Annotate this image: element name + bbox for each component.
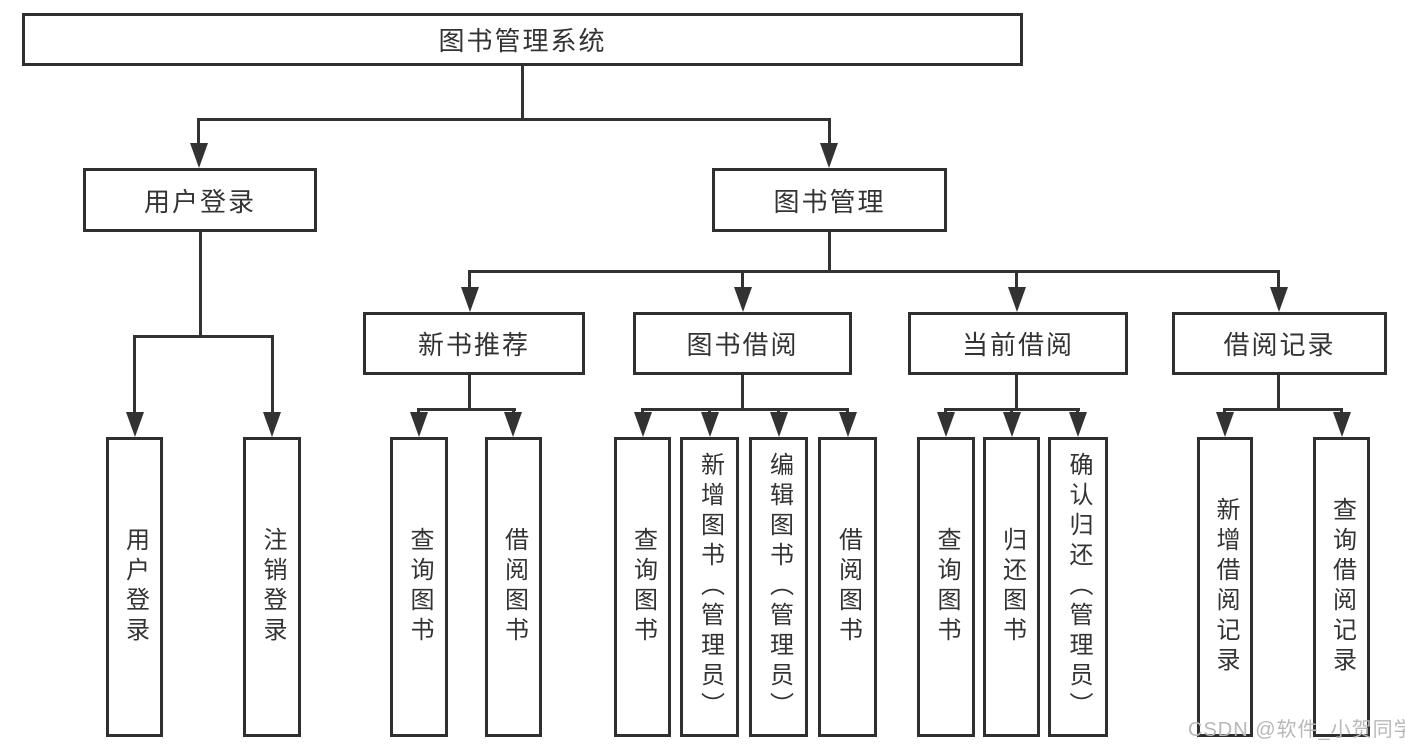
- connector-records-branch: [1223, 408, 1343, 411]
- arrow-down-recommend-query: [410, 412, 428, 437]
- connector-user-login-branch: [133, 335, 274, 338]
- connector-borrow-trunk: [741, 375, 744, 408]
- connector-drop-recommend-query: [417, 408, 420, 414]
- arrow-down-current-confirm: [1069, 412, 1087, 437]
- connector-drop-current-borrow: [1015, 270, 1018, 289]
- connector-drop-records-add: [1223, 408, 1226, 414]
- leaf-logout: 注销登录: [243, 437, 301, 737]
- connector-root-trunk: [521, 66, 524, 118]
- arrow-down-recommend-borrow: [504, 412, 522, 437]
- node-new-book-recommend: 新书推荐: [363, 312, 585, 375]
- arrow-down-borrow-borrow: [839, 412, 857, 437]
- arrow-down-current-return: [1003, 412, 1021, 437]
- connector-book-management-trunk: [828, 232, 831, 270]
- connector-drop-borrow-edit: [777, 408, 780, 414]
- leaf-current-return-books: 归还图书: [983, 437, 1040, 737]
- arrow-down-borrow-query: [634, 412, 652, 437]
- arrow-down-current-borrow: [1008, 287, 1026, 312]
- csdn-watermark: CSDN @软件_小贺同学: [1188, 719, 1405, 741]
- arrow-down-borrow-records: [1270, 287, 1288, 312]
- leaf-borrow-query-books: 查询图书: [614, 437, 671, 737]
- arrow-down-new-book-recommend: [461, 287, 479, 312]
- connector-drop-recommend-borrow: [512, 408, 515, 414]
- connector-drop-borrow-add: [708, 408, 711, 414]
- leaf-current-query-books: 查询图书: [917, 437, 975, 737]
- leaf-current-confirm-return-admin: 确认归还（管理员）: [1048, 437, 1108, 737]
- connector-drop-current-return: [1010, 408, 1013, 414]
- leaf-borrow-add-books-admin: 新增图书（管理员）: [680, 437, 739, 737]
- arrow-down-current-query: [937, 412, 955, 437]
- node-library-system: 图书管理系统: [22, 13, 1023, 66]
- arrow-down-leaf-logout: [263, 412, 281, 437]
- node-user-login: 用户登录: [83, 168, 317, 232]
- leaf-user-login: 用户登录: [106, 437, 163, 737]
- arrow-down-records-query: [1333, 412, 1351, 437]
- connector-records-trunk: [1277, 375, 1280, 408]
- connector-drop-leaf-logout: [271, 335, 274, 414]
- arrow-down-user-login: [190, 143, 208, 168]
- leaf-borrow-borrow-books: 借阅图书: [818, 437, 877, 737]
- connector-drop-borrow-borrow: [846, 408, 849, 414]
- connector-book-management-branch: [468, 270, 1280, 273]
- connector-drop-borrow-records: [1277, 270, 1280, 289]
- connector-drop-borrow-query: [641, 408, 644, 414]
- connector-current-trunk: [1015, 375, 1018, 408]
- connector-drop-leaf-user-login: [133, 335, 136, 414]
- connector-drop-book-management: [828, 118, 831, 145]
- leaf-borrow-edit-books-admin: 编辑图书（管理员）: [749, 437, 808, 737]
- connector-recommend-trunk: [468, 375, 471, 408]
- leaf-recommend-query-books: 查询图书: [390, 437, 448, 737]
- connector-drop-book-borrow: [741, 270, 744, 289]
- node-book-borrow: 图书借阅: [633, 312, 852, 375]
- arrow-down-book-borrow: [734, 287, 752, 312]
- connector-root-branch: [197, 118, 830, 121]
- connector-drop-current-confirm: [1076, 408, 1079, 414]
- connector-borrow-branch: [641, 408, 849, 411]
- connector-drop-current-query: [944, 408, 947, 414]
- connector-drop-records-query: [1340, 408, 1343, 414]
- node-current-borrow: 当前借阅: [908, 312, 1128, 375]
- node-book-management: 图书管理: [712, 168, 947, 232]
- arrow-down-borrow-add: [701, 412, 719, 437]
- connector-recommend-branch: [417, 408, 516, 411]
- connector-drop-user-login: [197, 118, 200, 145]
- connector-user-login-trunk: [199, 232, 202, 335]
- leaf-records-query-record: 查询借阅记录: [1313, 437, 1370, 737]
- arrow-down-leaf-user-login: [126, 412, 144, 437]
- connector-drop-new-book-recommend: [468, 270, 471, 289]
- arrow-down-book-management: [820, 143, 838, 168]
- arrow-down-records-add: [1216, 412, 1234, 437]
- arrow-down-borrow-edit: [770, 412, 788, 437]
- node-borrow-records: 借阅记录: [1172, 312, 1387, 375]
- leaf-records-add-record: 新增借阅记录: [1197, 437, 1253, 737]
- leaf-recommend-borrow-books: 借阅图书: [485, 437, 542, 737]
